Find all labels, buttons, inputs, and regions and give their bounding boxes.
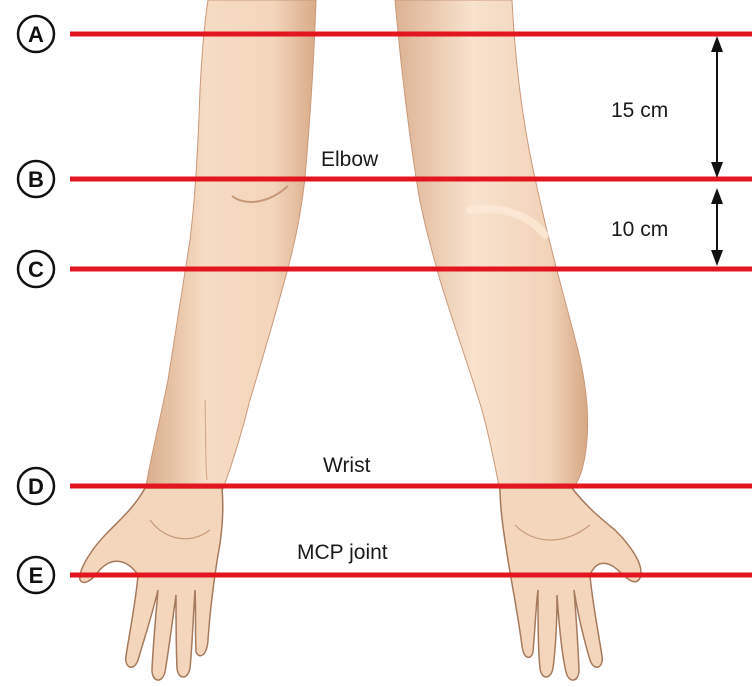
swollen-hand	[500, 488, 641, 680]
level-marker-letter: D	[28, 474, 44, 499]
distance-arrow-10cm	[711, 188, 723, 266]
wrist-label: Wrist	[323, 454, 371, 477]
distance-label-10cm: 10 cm	[611, 218, 668, 241]
normal-hand	[80, 488, 223, 680]
level-marker-a: A	[18, 16, 54, 52]
level-marker-letter: C	[28, 257, 44, 282]
level-markers: A B C D E	[18, 16, 54, 593]
elbow-label: Elbow	[321, 148, 379, 171]
level-marker-e: E	[18, 557, 54, 593]
normal-arm-upper	[145, 0, 316, 492]
level-marker-letter: E	[29, 563, 44, 588]
swollen-arm	[395, 0, 641, 680]
level-marker-c: C	[18, 251, 54, 287]
distance-arrow-15cm	[711, 36, 723, 178]
level-marker-b: B	[18, 161, 54, 197]
normal-arm	[80, 0, 316, 680]
level-marker-d: D	[18, 468, 54, 504]
swollen-arm-upper	[395, 0, 588, 492]
level-marker-letter: A	[28, 22, 44, 47]
level-marker-letter: B	[28, 167, 44, 192]
mcp-joint-label: MCP joint	[297, 541, 388, 564]
distance-label-15cm: 15 cm	[611, 99, 668, 122]
